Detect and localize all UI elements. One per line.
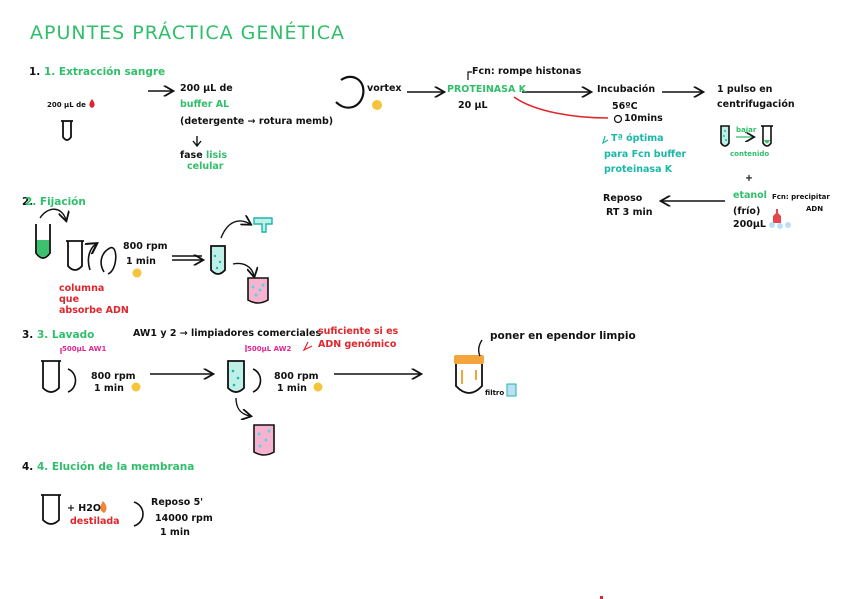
- filtro-label: filtro: [485, 389, 505, 397]
- temperature-label: 56ºC: [612, 101, 638, 112]
- lavado-min-1: 1 min: [94, 383, 124, 394]
- emoji-icon: [372, 100, 382, 110]
- pink-bag-icon: [253, 424, 275, 456]
- tube-icon: [42, 495, 60, 525]
- buffer-line-2: buffer AL: [180, 99, 230, 110]
- reposo-time: RT 3 min: [606, 207, 653, 218]
- pink-bag-icon: [247, 277, 269, 304]
- tube-green-bottom-icon: [761, 125, 773, 147]
- destilada-label: destilada: [70, 516, 120, 527]
- down-arrow-icon: [192, 136, 202, 148]
- time-label: 10mins: [624, 113, 663, 124]
- tube-dots-icon: [227, 360, 245, 393]
- filter-icon: [506, 383, 517, 397]
- fijacion-min: 1 min: [126, 256, 156, 267]
- poner-label: poner en ependor limpio: [490, 330, 636, 342]
- lavado-min-2: 1 min: [277, 383, 307, 394]
- elucion-min: 1 min: [160, 527, 190, 538]
- lavado-rpm-1: 800 rpm: [91, 371, 136, 382]
- note-arrow: [513, 96, 609, 119]
- aw1-label: 500µL AW1: [62, 345, 107, 353]
- plus-sign: +: [745, 173, 753, 184]
- column-tube-icon: [67, 241, 83, 271]
- etanol-volume: 200µL: [733, 219, 766, 230]
- buffer-line-3: (detergente → rotura memb): [180, 116, 334, 127]
- bajar-label-1: bajar: [736, 126, 757, 134]
- columna-note-2: que: [59, 294, 80, 305]
- frio-label: (frío): [733, 206, 761, 217]
- pulso-line-1: 1 pulso en: [717, 84, 773, 95]
- ependorf-icon: [454, 355, 484, 394]
- section-4-heading: 4. 4. Elución de la membrana: [22, 461, 195, 473]
- emoji-icon: [131, 382, 141, 392]
- optima-note-2: para Fcn buffer: [604, 149, 687, 160]
- tube-green-dots-icon: [720, 125, 730, 147]
- etanol-label: etanol: [733, 190, 767, 201]
- section-2-heading: 2. 2. Fijación: [22, 196, 86, 208]
- emoji-icon: [132, 268, 142, 278]
- vortex-label: vortex: [367, 83, 402, 94]
- tube-green-icon: [35, 224, 51, 259]
- buffer-line-1: 200 µL de: [180, 83, 233, 94]
- section-1-heading: 1. 1. Extracción sangre: [29, 66, 166, 78]
- fcn-rompe-label: Fcn: rompe histonas: [472, 66, 582, 77]
- section-3-heading: 3. 3. Lavado: [22, 329, 95, 341]
- emoji-icon: [313, 382, 323, 392]
- tube-icon: [62, 121, 72, 141]
- h2o-label: + H2O: [67, 503, 101, 514]
- lysis-label-2: celular: [187, 161, 224, 172]
- column-tube-icon: [42, 361, 60, 393]
- fcn-precipitar-2: ADN: [806, 205, 824, 213]
- sample-label: 200 µL de: [47, 101, 86, 109]
- blood-drop-icon: [89, 99, 95, 108]
- vortex-arrow-icon: [335, 75, 365, 109]
- elucion-reposo: Reposo 5': [151, 497, 204, 508]
- aw2-label: 500µL AW2: [247, 345, 292, 353]
- suficiente-note-1: suficiente si es: [318, 326, 399, 337]
- lysis-label: fase lisis: [180, 150, 228, 161]
- bottle-icon: [773, 209, 781, 223]
- page-title: APUNTES PRÁCTICA GENÉTICA: [30, 22, 346, 44]
- lavado-rpm-2: 800 rpm: [274, 371, 319, 382]
- columna-note-1: columna: [59, 283, 105, 294]
- proteinasa-volume: 20 µL: [458, 100, 488, 111]
- reposo-label: Reposo: [603, 193, 643, 204]
- fijacion-rpm: 800 rpm: [123, 241, 168, 252]
- tube-dots-icon: [210, 245, 226, 275]
- proteinasa-label: PROTEINASA K: [447, 84, 527, 95]
- optima-note-3: proteinasa K: [604, 164, 673, 175]
- aw12-note: AW1 y 2 → limpiadores comerciales: [133, 328, 322, 339]
- suficiente-note-2: ADN genómico: [318, 339, 397, 350]
- column-lid-icon: [253, 217, 273, 233]
- clock-icon: [613, 114, 623, 124]
- pulso-line-2: centrifugación: [717, 99, 795, 110]
- fcn-precipitar-1: Fcn: precipitar: [772, 193, 830, 201]
- fire-icon: [100, 501, 107, 513]
- columna-note-3: absorbe ADN: [59, 305, 129, 316]
- incubacion-label: Incubación: [597, 84, 656, 95]
- optima-note-1: Tª óptima: [611, 133, 664, 144]
- elucion-rpm: 14000 rpm: [155, 513, 213, 524]
- bajar-label-2: contenido: [730, 150, 770, 158]
